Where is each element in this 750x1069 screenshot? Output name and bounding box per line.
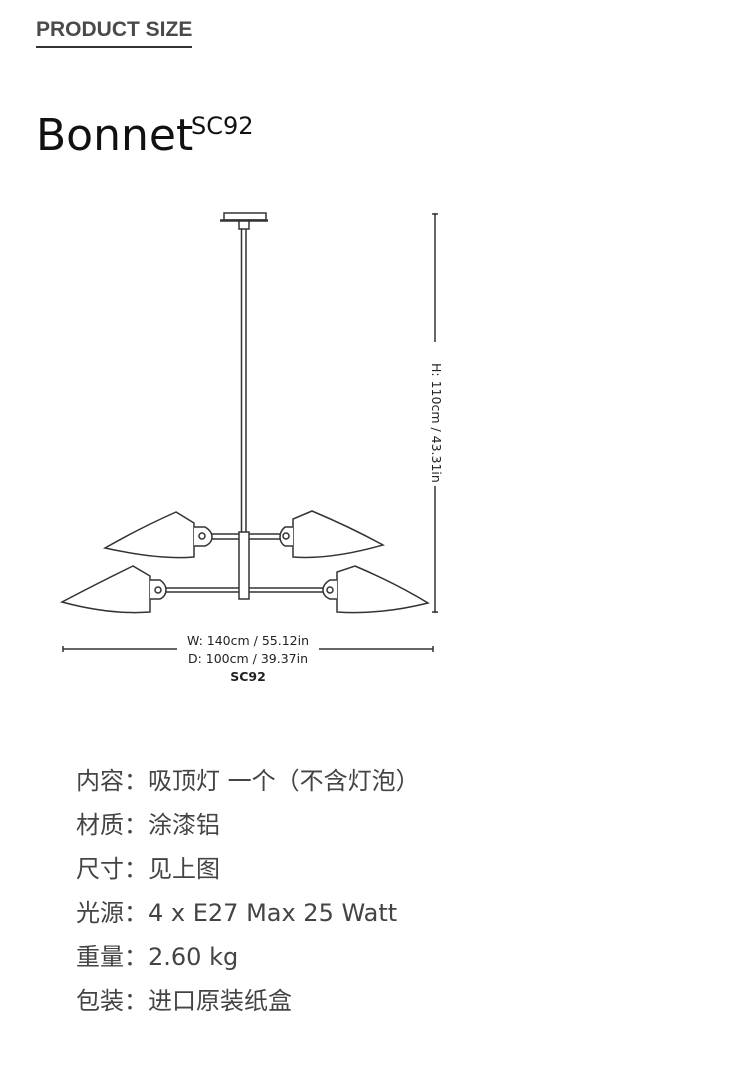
lamp-illustration bbox=[59, 212, 430, 614]
spec-label: 内容： bbox=[76, 767, 148, 795]
section-title: PRODUCT SIZE bbox=[36, 18, 193, 48]
spec-row-contents: 内容：吸顶灯 一个（不含灯泡） bbox=[76, 763, 420, 807]
width-dimension-line bbox=[62, 646, 434, 652]
spec-label: 重量： bbox=[76, 943, 148, 971]
spec-row-packaging: 包装：进口原装纸盒 bbox=[76, 983, 420, 1027]
spec-value: 4 x E27 Max 25 Watt bbox=[148, 899, 398, 927]
spec-label: 材质： bbox=[76, 811, 148, 839]
spec-value: 涂漆铝 bbox=[148, 811, 220, 839]
depth-label: D: 100cm / 39.37in bbox=[188, 651, 308, 666]
product-name: Bonnet bbox=[36, 110, 194, 161]
technical-drawing: H: 110cm / 43.31in W: 140cm / 55.12in D:… bbox=[59, 212, 444, 684]
spec-label: 包装： bbox=[76, 987, 148, 1015]
height-dimension-line bbox=[432, 213, 438, 613]
product-code: SC92 bbox=[191, 112, 254, 140]
spec-row-size: 尺寸：见上图 bbox=[76, 851, 420, 895]
spec-label: 光源： bbox=[76, 899, 148, 927]
spec-row-light-source: 光源：4 x E27 Max 25 Watt bbox=[76, 895, 420, 939]
width-label: W: 140cm / 55.12in bbox=[187, 633, 309, 648]
spec-value: 见上图 bbox=[148, 855, 220, 883]
height-label: H: 110cm / 43.31in bbox=[429, 363, 444, 483]
spec-value: 进口原装纸盒 bbox=[148, 987, 292, 1015]
spec-row-weight: 重量：2.60 kg bbox=[76, 939, 420, 983]
spec-value: 吸顶灯 一个（不含灯泡） bbox=[148, 767, 420, 795]
spec-label: 尺寸： bbox=[76, 855, 148, 883]
spec-value: 2.60 kg bbox=[148, 943, 239, 971]
spec-row-material: 材质：涂漆铝 bbox=[76, 807, 420, 851]
model-label: SC92 bbox=[230, 669, 266, 684]
spec-list: 内容：吸顶灯 一个（不含灯泡） 材质：涂漆铝 尺寸：见上图 光源：4 x E27… bbox=[76, 763, 420, 1027]
